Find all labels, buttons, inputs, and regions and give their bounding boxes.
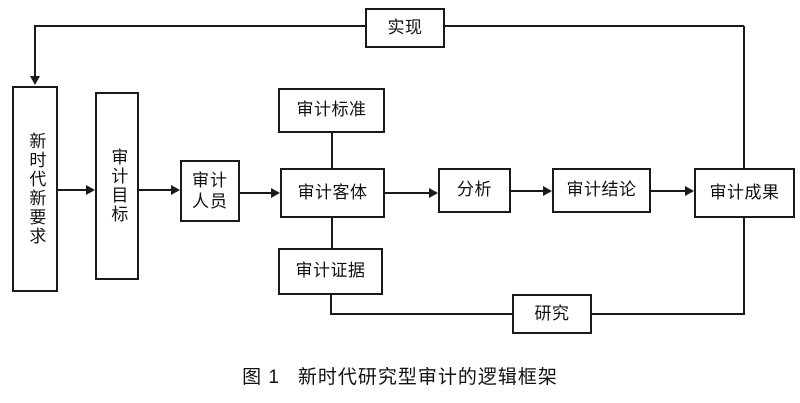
edge-outcome-to-realize-vertical — [743, 26, 745, 168]
node-label: 审计目标 — [108, 148, 128, 224]
edge-personnel-to-object — [240, 192, 271, 194]
figure-caption-title: 新时代研究型审计的逻辑框架 — [297, 367, 558, 388]
node-realize[interactable]: 实现 — [365, 8, 445, 48]
edge-realize-left-segment — [35, 25, 366, 27]
node-audit-objective[interactable]: 审计目标 — [95, 92, 139, 280]
node-audit-object[interactable]: 审计客体 — [280, 168, 385, 218]
edge-object-to-evidence — [331, 218, 333, 249]
node-audit-outcome[interactable]: 审计成果 — [694, 168, 795, 218]
node-audit-personnel[interactable]: 审计人员 — [180, 160, 240, 222]
edge-conclusion-to-outcome — [651, 190, 685, 192]
edge-new-era-to-objective — [58, 189, 86, 191]
figure-caption-number: 图 1 — [242, 367, 280, 388]
edge-realize-right-segment — [445, 25, 744, 27]
arrowhead-analysis-to-conclusion — [543, 186, 552, 196]
node-label: 审计标准 — [296, 100, 367, 120]
edge-standard-to-object — [331, 133, 333, 169]
node-label: 新时代新要求 — [26, 132, 46, 246]
arrowhead-object-to-analysis — [429, 188, 438, 198]
edge-research-up-to-outcome — [743, 218, 745, 315]
node-research[interactable]: 研究 — [512, 294, 592, 334]
node-label: 审计人员 — [192, 170, 228, 211]
node-audit-conclusion[interactable]: 审计结论 — [552, 168, 651, 213]
node-audit-standard[interactable]: 审计标准 — [278, 88, 385, 133]
edge-evidence-down-to-research-row — [330, 295, 332, 315]
arrowhead-new-era-to-objective — [86, 185, 95, 195]
arrowhead-objective-to-personnel — [171, 185, 180, 195]
node-label: 分析 — [457, 180, 492, 200]
node-audit-evidence[interactable]: 审计证据 — [278, 248, 383, 295]
edge-objective-to-personnel — [139, 189, 171, 191]
arrowhead-personnel-to-object — [271, 188, 280, 198]
node-label: 审计结论 — [566, 180, 637, 200]
arrowhead-realize-to-new-era — [30, 76, 40, 85]
edge-analysis-to-conclusion — [511, 190, 543, 192]
node-label: 研究 — [534, 303, 570, 323]
node-label: 审计证据 — [295, 261, 366, 281]
arrowhead-conclusion-to-outcome — [685, 186, 694, 196]
edge-research-left-segment — [330, 313, 513, 315]
node-label: 审计成果 — [709, 182, 780, 202]
node-label: 审计客体 — [297, 182, 368, 202]
edge-realize-to-new-era-vertical — [34, 25, 36, 77]
figure-caption: 图 1 新时代研究型审计的逻辑框架 — [0, 362, 800, 389]
node-analysis[interactable]: 分析 — [438, 168, 511, 213]
node-new-era-requirements[interactable]: 新时代新要求 — [12, 86, 58, 292]
edge-object-to-analysis — [385, 192, 429, 194]
node-label: 实现 — [387, 17, 423, 37]
edge-research-right-segment — [592, 313, 744, 315]
